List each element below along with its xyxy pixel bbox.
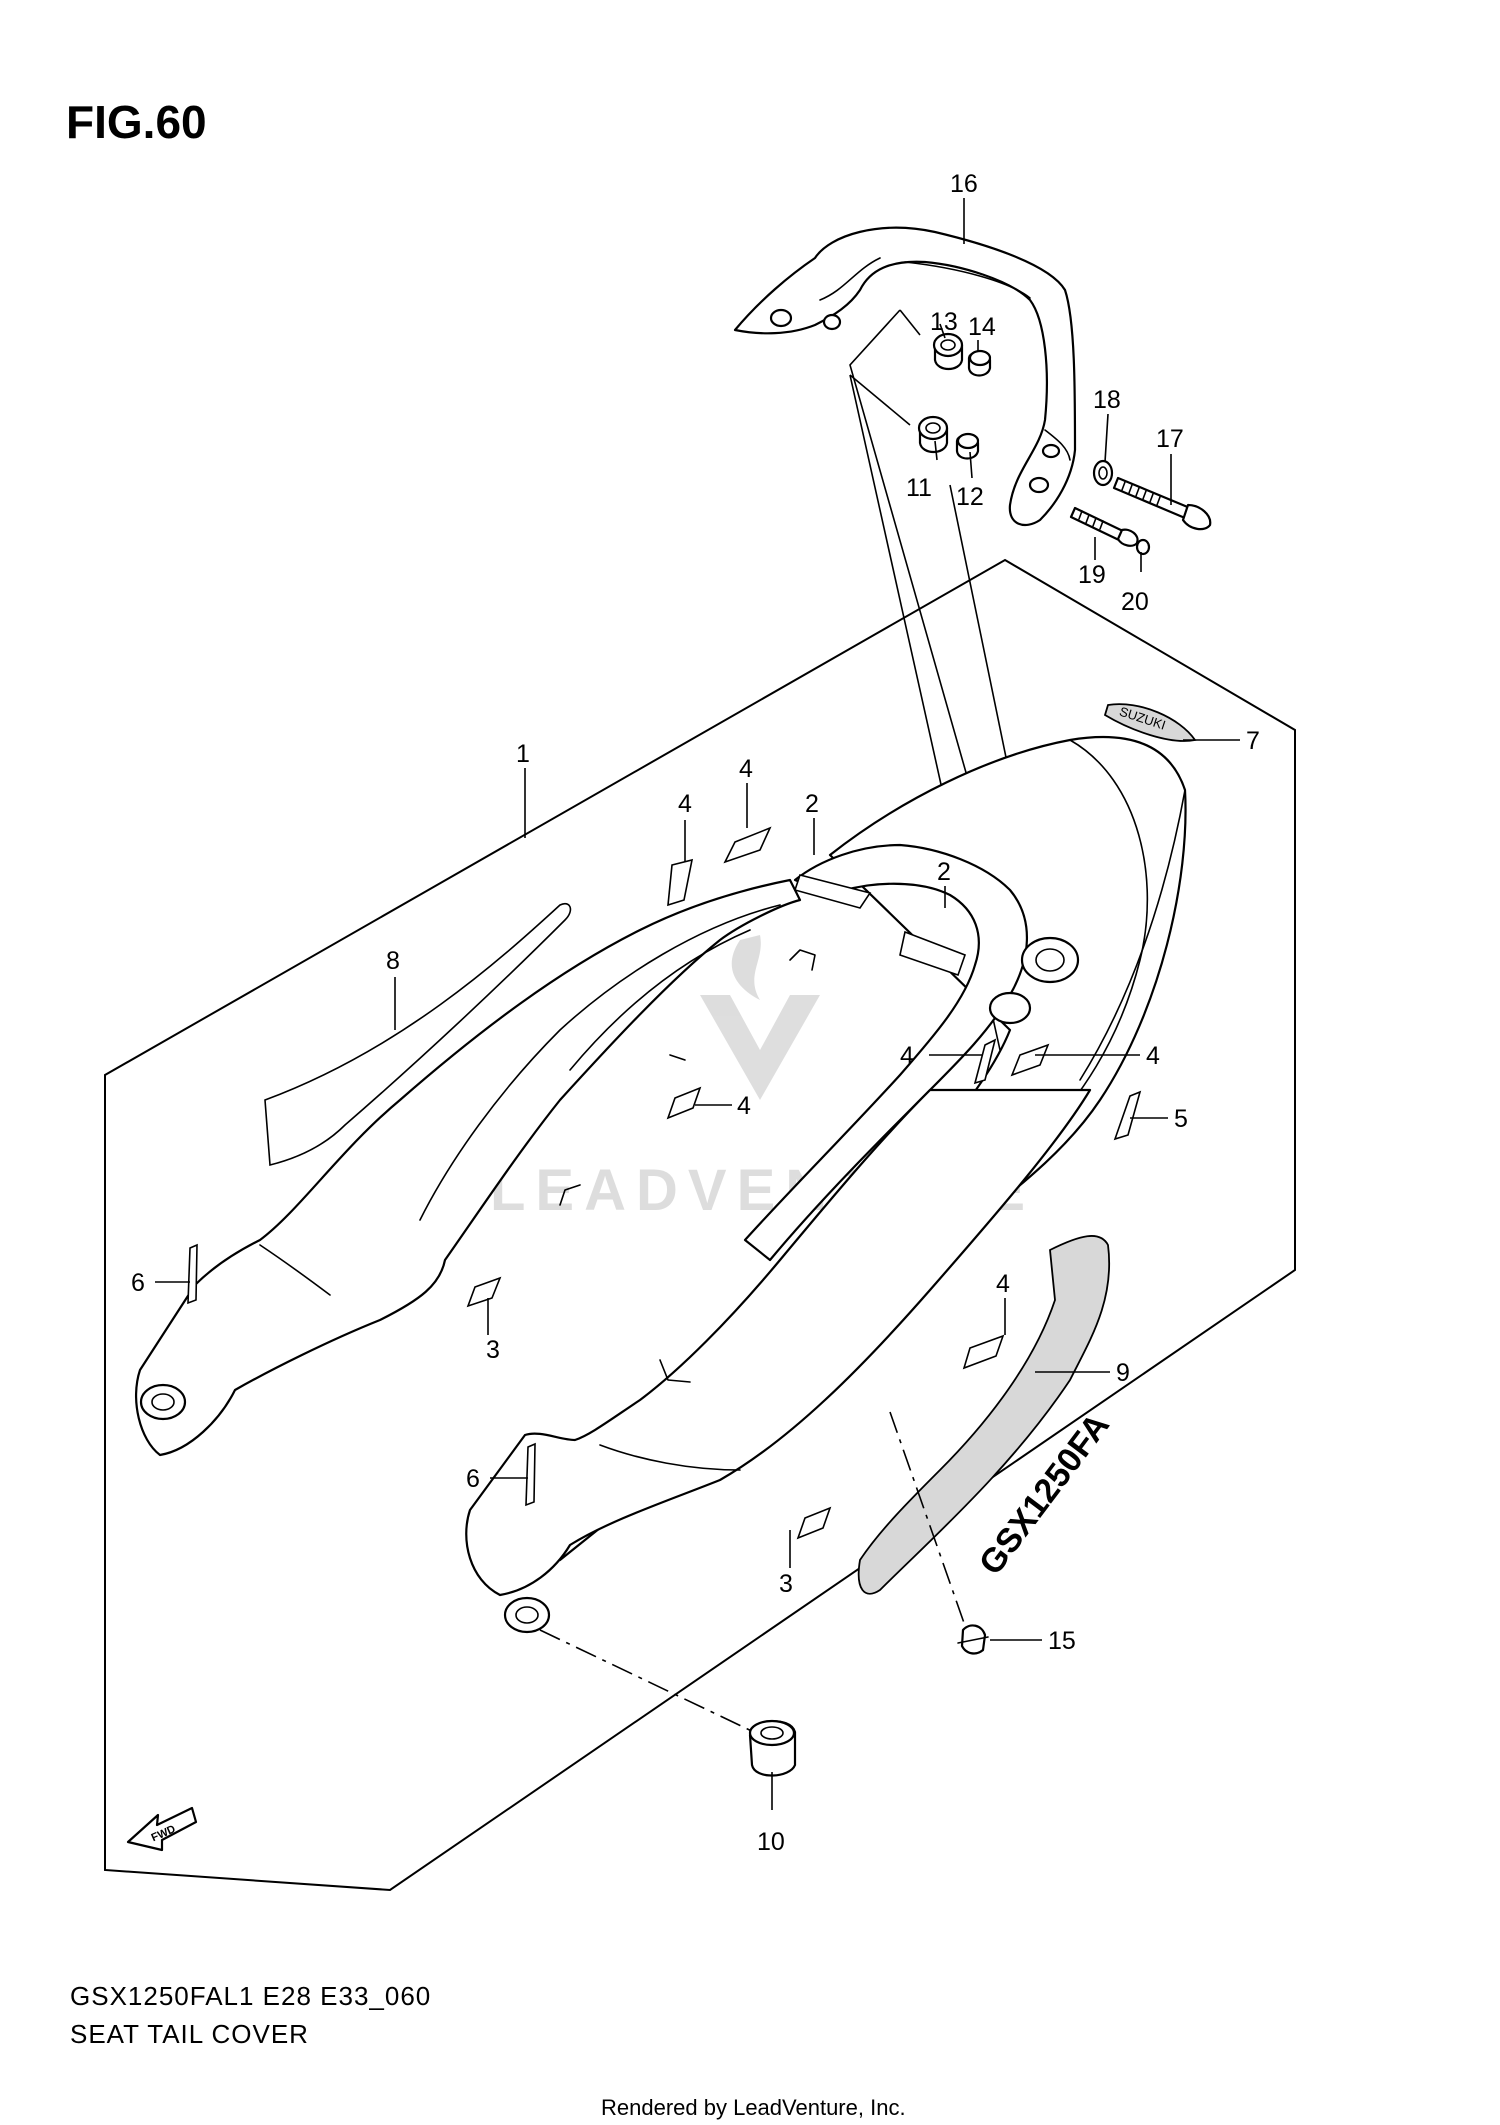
- callout-8: 8: [386, 947, 400, 975]
- callout-14: 14: [968, 313, 996, 341]
- section-name: SEAT TAIL COVER: [70, 2019, 309, 2049]
- callout-4: 4: [737, 1092, 751, 1120]
- leader-lines: [155, 198, 1240, 1810]
- grommet-10: [748, 1719, 797, 1777]
- washer-20: [1135, 538, 1151, 556]
- callout-11: 11: [906, 474, 932, 502]
- callout-6: 6: [466, 1465, 480, 1493]
- callout-10: 10: [757, 1828, 785, 1856]
- callout-4: 4: [900, 1042, 914, 1070]
- rubber-bushing-upper: [932, 332, 964, 371]
- seat-tail-cover: [135, 736, 1187, 1634]
- callout-1: 1: [516, 740, 530, 768]
- callout-12: 12: [956, 483, 984, 511]
- fastener-axis-10: [539, 1629, 761, 1736]
- model-code: GSX1250FAL1 E28 E33_060: [70, 1981, 431, 2011]
- sticker-set: [187, 826, 1142, 1540]
- callout-4: 4: [678, 790, 692, 818]
- callout-3: 3: [486, 1336, 500, 1364]
- rubber-bushing-lower: [917, 415, 949, 454]
- callout-6: 6: [131, 1269, 145, 1297]
- callout-4: 4: [739, 755, 753, 783]
- callout-5: 5: [1174, 1105, 1188, 1133]
- callout-16: 16: [950, 170, 978, 198]
- callout-3: 3: [779, 1570, 793, 1598]
- washer-18: [1092, 459, 1114, 487]
- callout-4: 4: [996, 1270, 1010, 1298]
- callout-20: 20: [1121, 588, 1149, 616]
- callout-2: 2: [805, 790, 819, 818]
- grab-rail: [733, 226, 1077, 527]
- callout-17: 17: [1156, 425, 1184, 453]
- callout-9: 9: [1116, 1359, 1130, 1387]
- figure-title: FIG.60: [66, 96, 207, 148]
- spacer-lower: [955, 432, 980, 460]
- bolt-19: [1069, 506, 1139, 547]
- callout-4: 4: [1146, 1042, 1160, 1070]
- callout-13: 13: [930, 308, 958, 336]
- credit-line: Rendered by LeadVenture, Inc.: [601, 2095, 906, 2120]
- assembly-outline: [104, 558, 1296, 1892]
- callout-19: 19: [1078, 561, 1106, 589]
- callout-18: 18: [1093, 386, 1121, 414]
- callout-numbers: 1 2 2 3 3 4 4 4 4 4 4 5 6 6 7 8 9 10 11 …: [131, 170, 1260, 1856]
- decal-8: [264, 902, 572, 1167]
- tail-emblem-7: SUZUKI: [1103, 703, 1197, 742]
- fwd-arrow: FWD: [126, 1806, 198, 1852]
- callout-7: 7: [1246, 727, 1260, 755]
- bolt-17: [1112, 476, 1212, 531]
- fastener-15: [957, 1624, 989, 1655]
- spacer-upper: [967, 349, 992, 377]
- fastener-axis-15: [889, 1411, 971, 1641]
- callout-2: 2: [937, 858, 951, 886]
- callout-15: 15: [1048, 1627, 1076, 1655]
